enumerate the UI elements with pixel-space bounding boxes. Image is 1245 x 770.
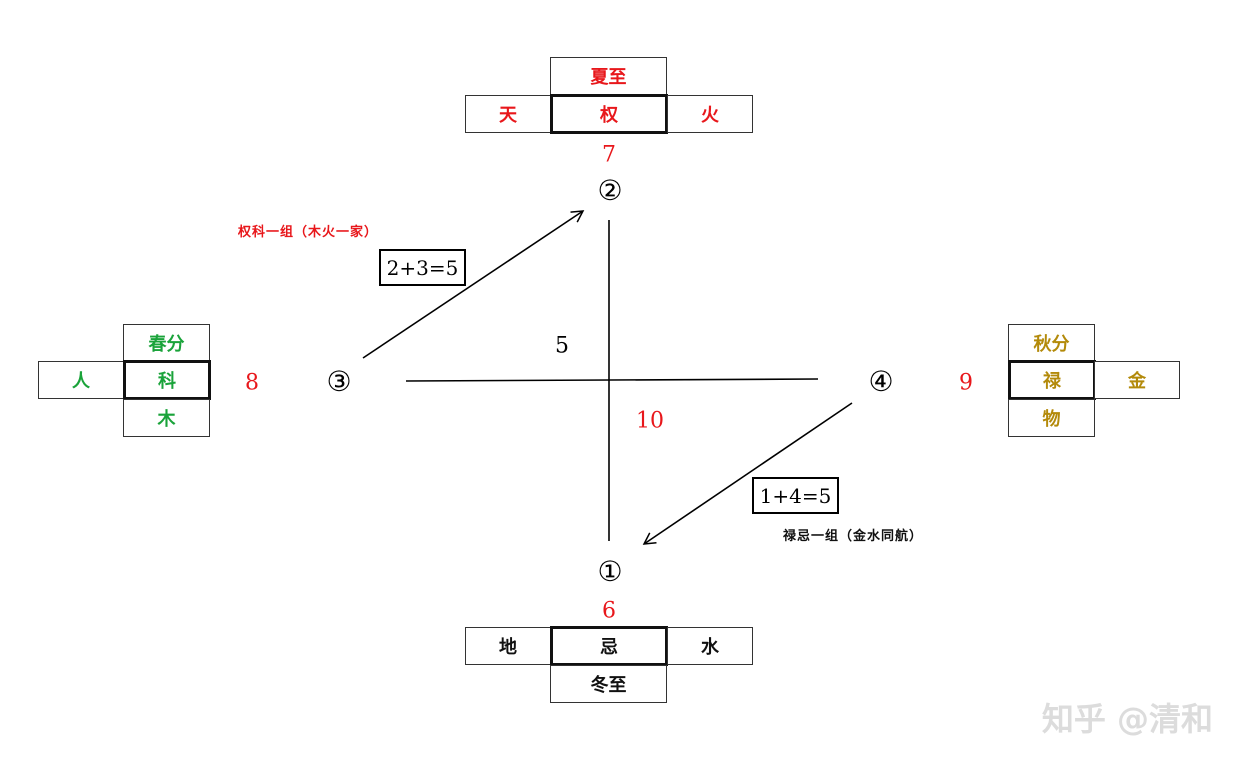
left-bottom-label: 木 — [157, 409, 176, 430]
right-bottom-label: 物 — [1042, 409, 1061, 430]
right-center-cell: 禄 — [1008, 360, 1096, 400]
left-left-cell: 人 — [38, 361, 124, 399]
horizontal-axis-line — [405, 378, 819, 382]
left-center-label: 科 — [158, 371, 176, 392]
bottom-right-cell: 水 — [667, 627, 753, 665]
right-center-label: 禄 — [1043, 371, 1061, 392]
upper-sum-label: 2+3=5 — [386, 255, 459, 280]
lower-sum-box: 1+4=5 — [752, 477, 839, 514]
right-season-cell: 秋分 — [1008, 324, 1095, 362]
node-4: ④ — [868, 365, 894, 398]
right-bottom-cell: 物 — [1008, 399, 1095, 437]
left-bottom-cell: 木 — [123, 399, 210, 437]
right-right-label: 金 — [1128, 371, 1146, 392]
upper-sum-box: 2+3=5 — [379, 249, 466, 286]
node-2: ② — [597, 174, 623, 207]
center-number-top: 5 — [555, 333, 569, 359]
bottom-left-label: 地 — [499, 637, 517, 658]
top-number: 7 — [602, 142, 616, 168]
bottom-number: 6 — [602, 598, 616, 624]
bottom-center-cell: 忌 — [550, 626, 668, 666]
top-right-cell: 火 — [667, 95, 753, 133]
node-3: ③ — [326, 365, 352, 398]
bottom-season-cell: 冬至 — [550, 665, 667, 703]
left-center-cell: 科 — [123, 360, 211, 400]
left-number: 8 — [245, 370, 259, 396]
left-season-cell: 春分 — [123, 324, 210, 362]
arrow-4-to-1 — [642, 402, 853, 545]
bottom-center-label: 忌 — [600, 637, 618, 658]
right-number: 9 — [959, 370, 973, 396]
bottom-left-cell: 地 — [465, 627, 551, 665]
top-center-cell: 权 — [550, 94, 668, 134]
top-left-label: 天 — [499, 105, 517, 126]
top-season-label: 夏至 — [590, 67, 627, 88]
lower-sum-label: 1+4=5 — [759, 483, 832, 508]
upper-group-caption: 权科一组（木火一家） — [238, 225, 379, 240]
top-left-cell: 天 — [465, 95, 551, 133]
watermark: 知乎 @清和 — [1041, 700, 1213, 738]
lower-group-caption: 禄忌一组（金水同航） — [783, 529, 924, 544]
left-left-label: 人 — [72, 371, 90, 392]
right-season-label: 秋分 — [1033, 334, 1070, 355]
arrow-3-to-2 — [362, 210, 585, 359]
bottom-right-label: 水 — [701, 637, 719, 658]
center-number-bottom: 10 — [636, 408, 664, 434]
bottom-season-label: 冬至 — [590, 675, 627, 696]
top-center-label: 权 — [600, 105, 618, 126]
top-right-label: 火 — [701, 105, 719, 126]
left-season-label: 春分 — [148, 334, 185, 355]
node-1: ① — [597, 555, 623, 588]
right-right-cell: 金 — [1094, 361, 1180, 399]
top-season-cell: 夏至 — [550, 57, 667, 95]
